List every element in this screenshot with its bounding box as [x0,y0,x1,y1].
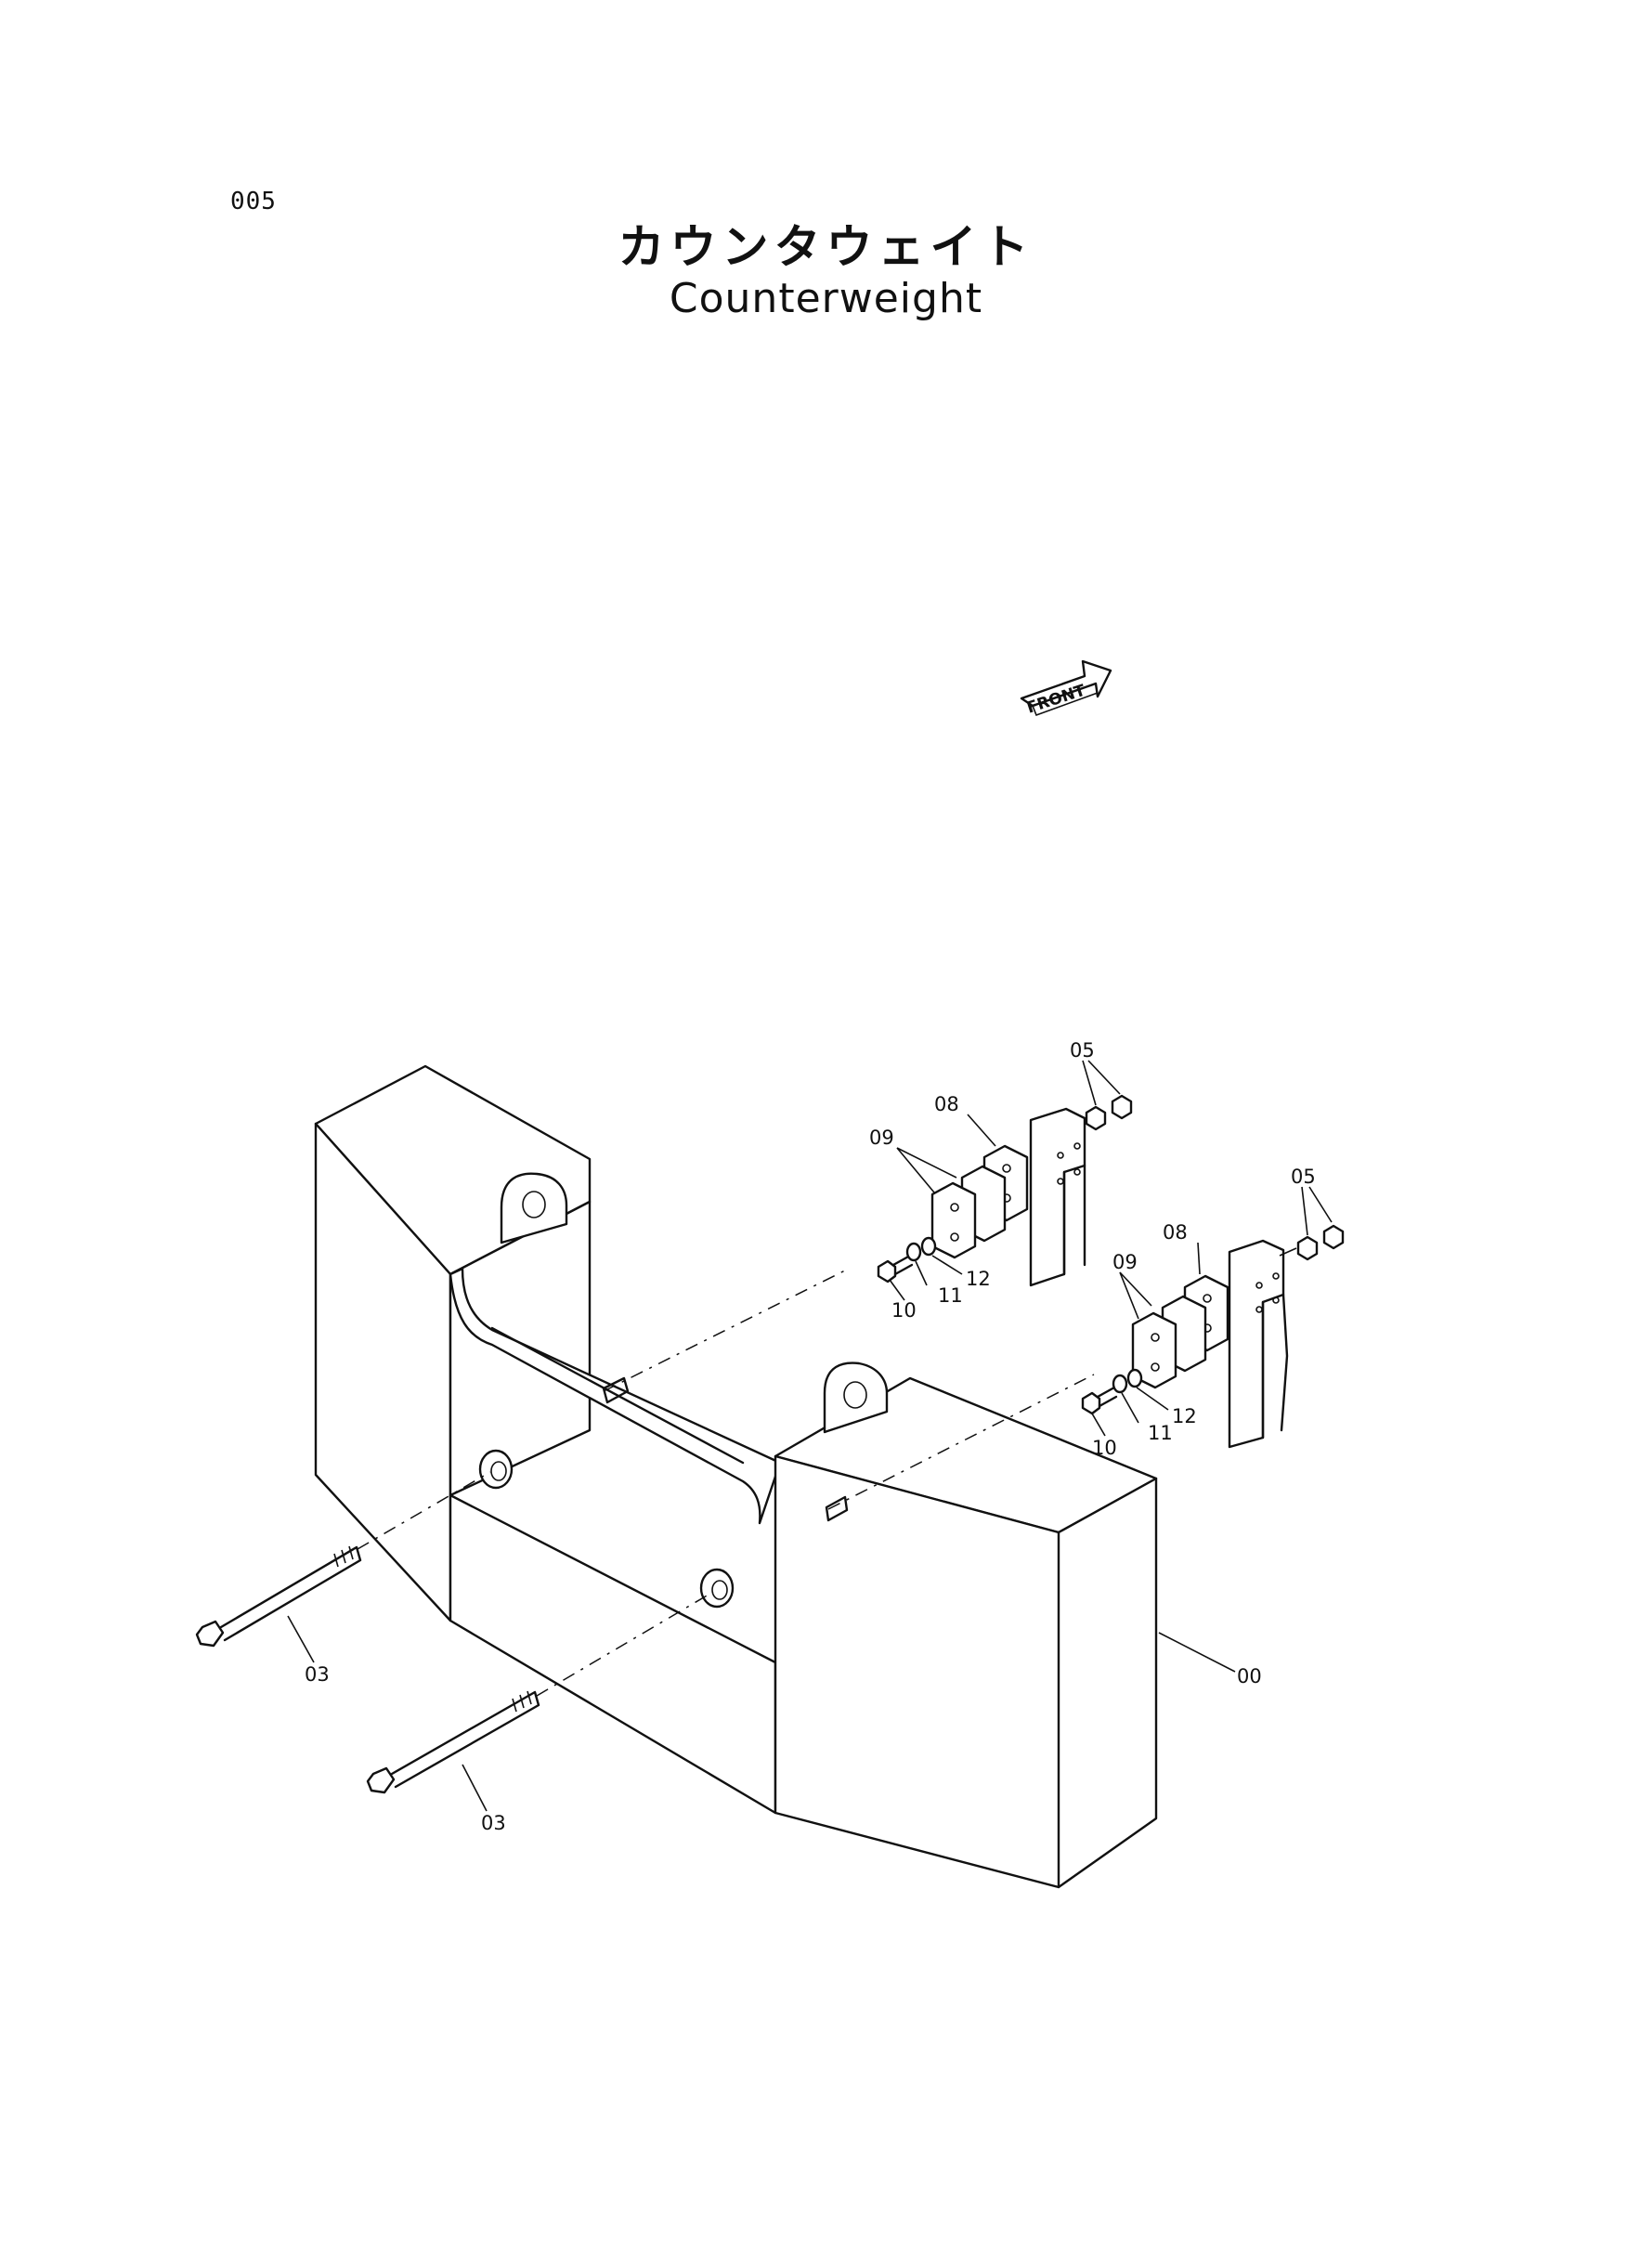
callout-12-lower: 12 [1172,1405,1197,1427]
page-number: 005 [230,188,277,215]
bolt-03-upper [195,1545,362,1648]
callout-08-upper: 08 [934,1093,959,1115]
nuts-05-lower [1279,1224,1345,1261]
callout-08-lower: 08 [1163,1221,1188,1244]
counterweight-body [314,1064,1158,1889]
callout-09-upper: 09 [869,1127,894,1149]
lifting-eye-left [500,1172,568,1244]
front-arrow-icon: FRONT [1020,659,1112,718]
callout-11-lower: 11 [1148,1422,1173,1444]
title-english: Counterweight [669,275,983,322]
bolt-washers-upper [877,1236,937,1283]
bracket-plate-upper [1029,1107,1086,1287]
callout-05-upper: 05 [1070,1039,1095,1062]
callout-00: 00 [1237,1665,1262,1687]
callout-03-lower: 03 [481,1812,506,1834]
bolt-03-lower [366,1690,540,1794]
leader-lines [287,1060,1333,1812]
nuts-05-upper [1085,1094,1133,1131]
shim-09-lower [1131,1295,1207,1389]
bolt-hole-washer-upper [478,1449,514,1490]
callout-11-upper: 11 [938,1284,963,1307]
callout-09-lower: 09 [1112,1251,1138,1273]
callout-05-lower: 05 [1291,1166,1316,1188]
callout-10-upper: 10 [891,1299,917,1322]
bolt-hole-washer-lower [699,1568,735,1609]
callout-10-lower: 10 [1092,1437,1117,1459]
shim-09-upper [930,1165,1007,1259]
callout-12-upper: 12 [966,1268,991,1290]
title-japanese: カウンタウェイト [618,220,1034,274]
callout-03-upper: 03 [305,1663,330,1686]
lifting-eye-right [823,1362,889,1434]
bracket-plate-lower [1228,1239,1289,1449]
bolt-washers-lower [1081,1368,1143,1415]
